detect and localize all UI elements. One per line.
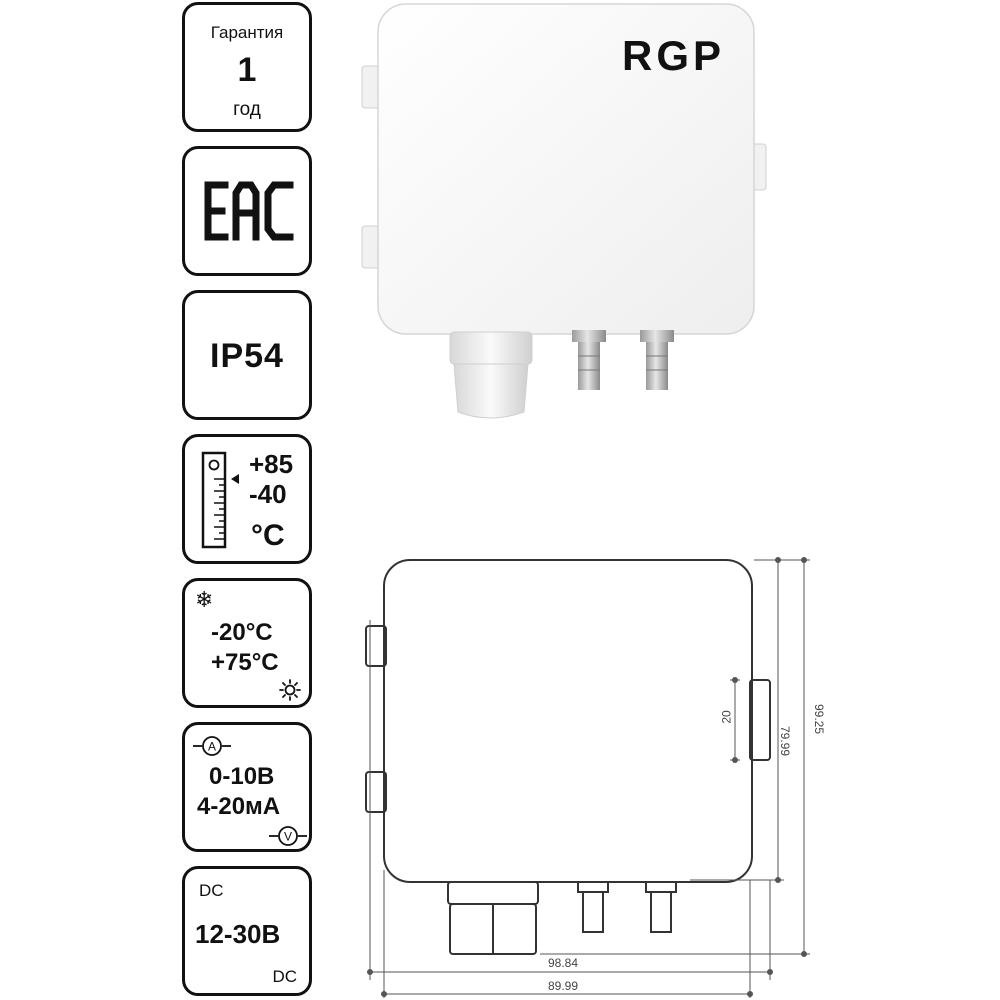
supply-voltage-value: 12-30В (195, 919, 281, 949)
sun-icon (279, 679, 301, 701)
dim-total-height: 99.25 (812, 703, 827, 735)
output-current: 4-20мА (197, 793, 281, 820)
voltmeter-icon: V (269, 826, 307, 846)
thermometer-icon (201, 451, 239, 549)
operating-min: -20°C (211, 619, 273, 646)
pressure-fitting-left (572, 330, 606, 390)
supply-type-top: DC (199, 881, 224, 900)
dimension-drawing (365, 557, 810, 998)
supply-voltage-badge: DC 12-30В DC (182, 866, 312, 996)
warranty-label: Гарантия (210, 23, 284, 42)
warranty-badge: Гарантия 1 год (182, 2, 312, 132)
dim-body-width: 89.99 (548, 979, 579, 993)
dim-body-height: 79.99 (778, 725, 793, 757)
temperature-max: +85 (249, 449, 294, 479)
ip-rating-value: IP54 (210, 337, 284, 375)
output-signal-badge: A 0-10В 4-20мА V (182, 722, 312, 852)
pressure-fitting-right (640, 330, 674, 390)
ammeter-icon-label: A (208, 740, 216, 754)
temperature-range-badge: +85 -40 °C (182, 434, 312, 564)
dim-tab-height: 20 (719, 710, 734, 724)
eac-badge (182, 146, 312, 276)
temperature-unit: °C (251, 519, 285, 552)
brand-logo: RGP (622, 32, 726, 79)
product-photo (361, 3, 767, 419)
warranty-unit: год (233, 99, 261, 120)
temperature-min: -40 (249, 479, 287, 509)
output-voltage: 0-10В (209, 763, 275, 790)
ip-rating-badge: IP54 (182, 290, 312, 420)
operating-temperature-badge: ❄ -20°C +75°C (182, 578, 312, 708)
snowflake-icon: ❄ (195, 587, 214, 612)
voltmeter-icon-label: V (284, 830, 292, 844)
cable-gland (449, 331, 533, 419)
dim-total-width: 98.84 (548, 956, 579, 970)
operating-max: +75°C (211, 649, 279, 676)
eac-logo-icon (204, 181, 294, 241)
ammeter-icon: A (193, 736, 231, 756)
supply-type-bottom: DC (272, 967, 297, 986)
warranty-value: 1 (237, 51, 257, 89)
